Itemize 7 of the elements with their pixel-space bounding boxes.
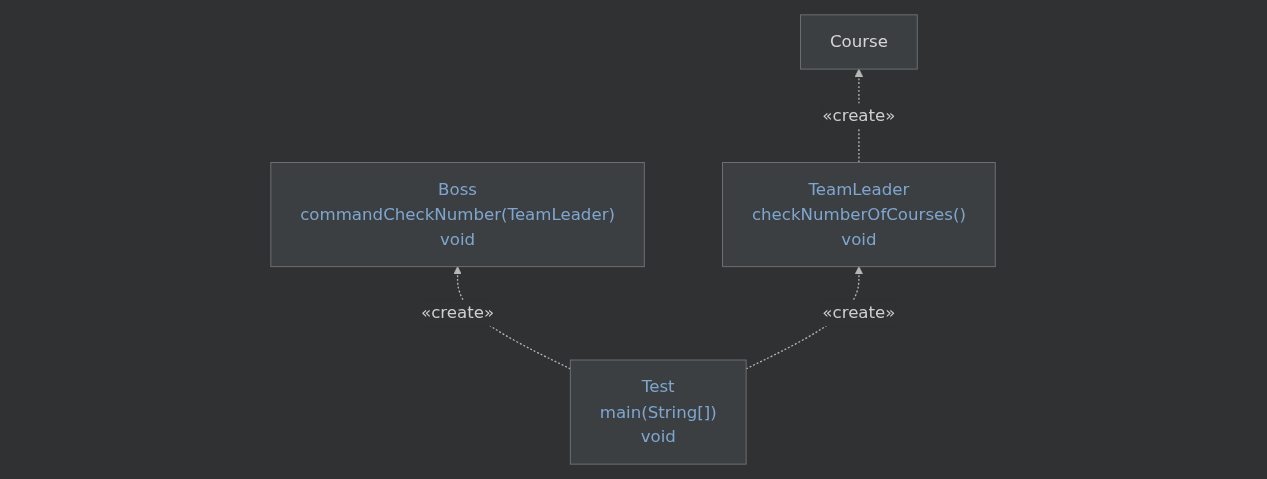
edge-label: «create»	[822, 302, 896, 323]
node-box: Boss commandCheckNumber(TeamLeader) void	[270, 162, 646, 268]
node-box: Test main(String[]) void	[570, 359, 748, 465]
node-box: Course	[800, 14, 919, 70]
edge-label: «create»	[421, 302, 495, 323]
edge-label: «create»	[822, 105, 896, 125]
node-box: TeamLeader checkNumberOfCourses() void	[722, 162, 997, 268]
